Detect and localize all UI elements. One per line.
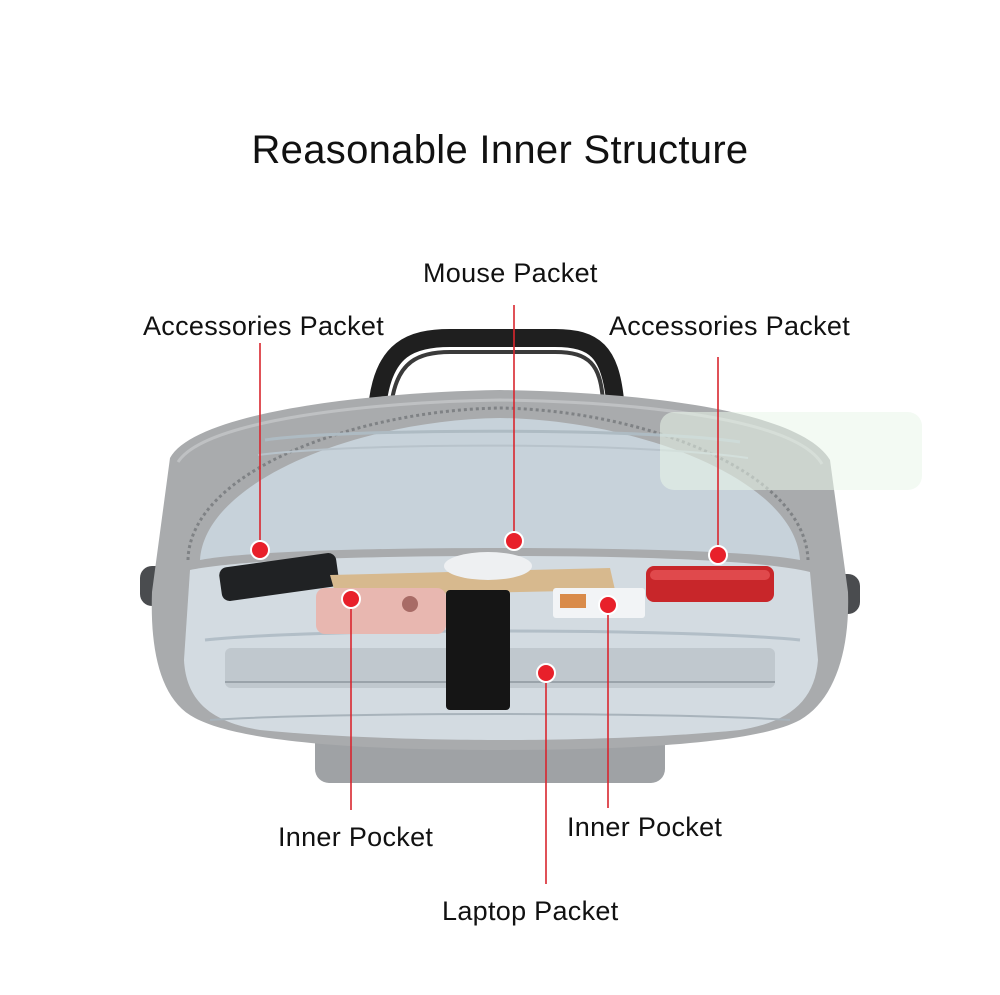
black-accessory-case xyxy=(219,552,339,602)
marker-mouse xyxy=(504,531,524,551)
phone-device xyxy=(316,588,446,634)
page-title: Reasonable Inner Structure xyxy=(251,128,749,172)
marker-laptop xyxy=(536,663,556,683)
label-laptop-packet: Laptop Packet xyxy=(442,896,619,926)
marker-inner-right xyxy=(598,595,618,615)
label-accessories-packet-right: Accessories Packet xyxy=(609,311,850,341)
label-mouse-packet: Mouse Packet xyxy=(423,258,598,288)
center-strap xyxy=(446,590,510,710)
marker-accessories-right xyxy=(708,545,728,565)
leader-lines xyxy=(259,305,719,884)
label-inner-pocket-left: Inner Pocket xyxy=(278,822,434,852)
label-accessories-packet-left: Accessories Packet xyxy=(143,311,384,341)
label-inner-pocket-right: Inner Pocket xyxy=(567,812,723,842)
watermark-badge xyxy=(660,412,922,490)
mouse-device xyxy=(444,552,532,580)
marker-accessories-left xyxy=(250,540,270,560)
marker-inner-left xyxy=(341,589,361,609)
bag-handle xyxy=(369,329,624,409)
lid-lining xyxy=(200,418,800,560)
